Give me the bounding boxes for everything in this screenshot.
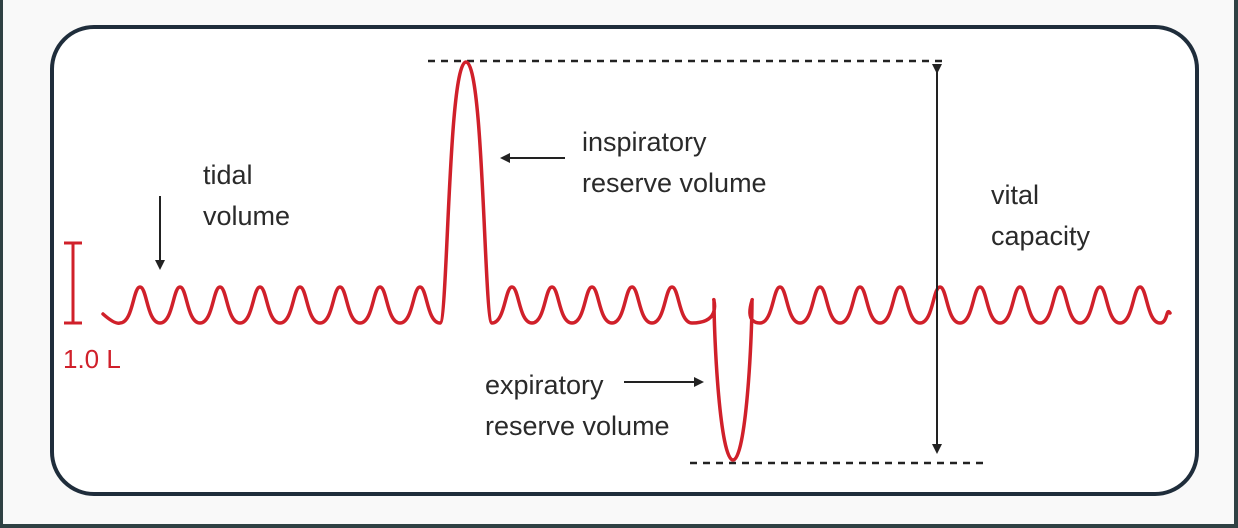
inspiratory-reserve-label-line2: reserve volume — [582, 168, 767, 198]
expiratory-reserve-label-line2: reserve volume — [485, 411, 670, 441]
breathing-trace — [101, 60, 1172, 462]
diagram-box — [50, 25, 1199, 496]
expiratory-reserve-label-line1: expiratory — [485, 370, 604, 400]
scale-bar — [64, 241, 82, 325]
inspiratory-reserve-label-line1: inspiratory — [582, 127, 707, 157]
tidal-volume-label-line2: volume — [203, 201, 290, 231]
vital-capacity-label-line2: capacity — [991, 221, 1091, 251]
vital-capacity-label-line1: vital — [991, 180, 1039, 210]
tidal-volume-label-line1: tidal — [203, 160, 253, 190]
scale-label: 1.0 L — [63, 344, 121, 374]
